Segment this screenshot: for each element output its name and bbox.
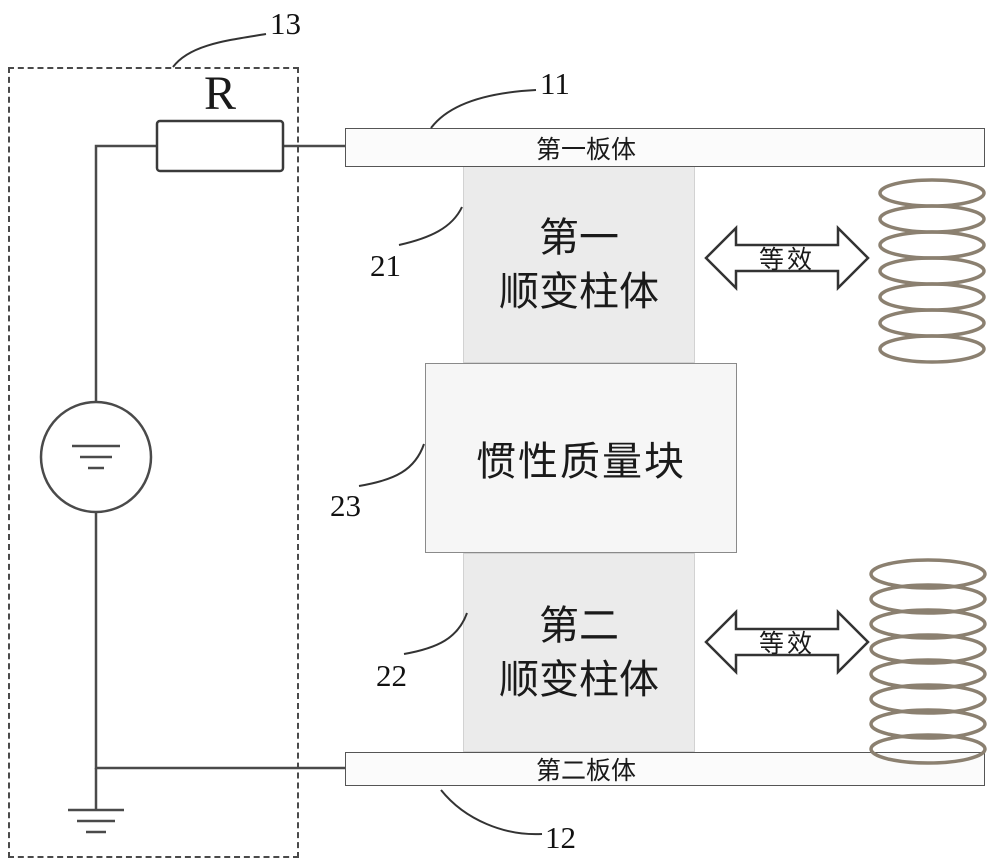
callout-22: 22 (376, 658, 407, 693)
ground-icon (68, 808, 124, 834)
bottom-plate-label: 第二板体 (535, 757, 637, 785)
leader-line-22 (403, 612, 468, 655)
callout-13: 13 (270, 6, 301, 41)
leader-lines (172, 33, 543, 836)
equivalence-arrow-bottom (704, 608, 870, 676)
top-plate-label: 第一板体 (535, 135, 637, 164)
spring-top (878, 178, 986, 364)
resistor-body (155, 119, 285, 173)
equivalence-arrow-top (704, 224, 870, 292)
first-compliant-column: 第一 顺变柱体 (463, 166, 695, 363)
callout-12: 12 (545, 820, 576, 855)
circuit-wires (94, 144, 345, 810)
leader-line-23 (358, 443, 425, 487)
leader-line-11 (430, 89, 537, 129)
circuit-boundary-box (8, 67, 299, 858)
voltage-source-icon (39, 400, 153, 514)
leader-line-13 (172, 33, 267, 68)
second-column-label-line1: 第二 (539, 603, 619, 648)
callout-11: 11 (540, 66, 570, 101)
inertial-mass-block: 惯性质量块 (425, 363, 737, 553)
top-plate: 第一板体 (345, 128, 985, 167)
leader-line-12 (440, 789, 543, 836)
second-compliant-column: 第二 顺变柱体 (463, 553, 695, 752)
second-column-label-line2: 顺变柱体 (499, 657, 659, 702)
inertial-mass-label: 惯性质量块 (476, 440, 686, 484)
first-column-label-line2: 顺变柱体 (499, 269, 659, 314)
leader-line-21 (398, 206, 463, 246)
spring-bottom (869, 558, 987, 765)
callout-21: 21 (370, 248, 401, 283)
resistor-label: R (203, 67, 236, 120)
callout-23: 23 (330, 488, 361, 523)
first-column-label-line1: 第一 (539, 215, 619, 260)
equivalence-label-top: 等效 (758, 246, 815, 274)
equivalence-label-bottom: 等效 (758, 630, 815, 658)
